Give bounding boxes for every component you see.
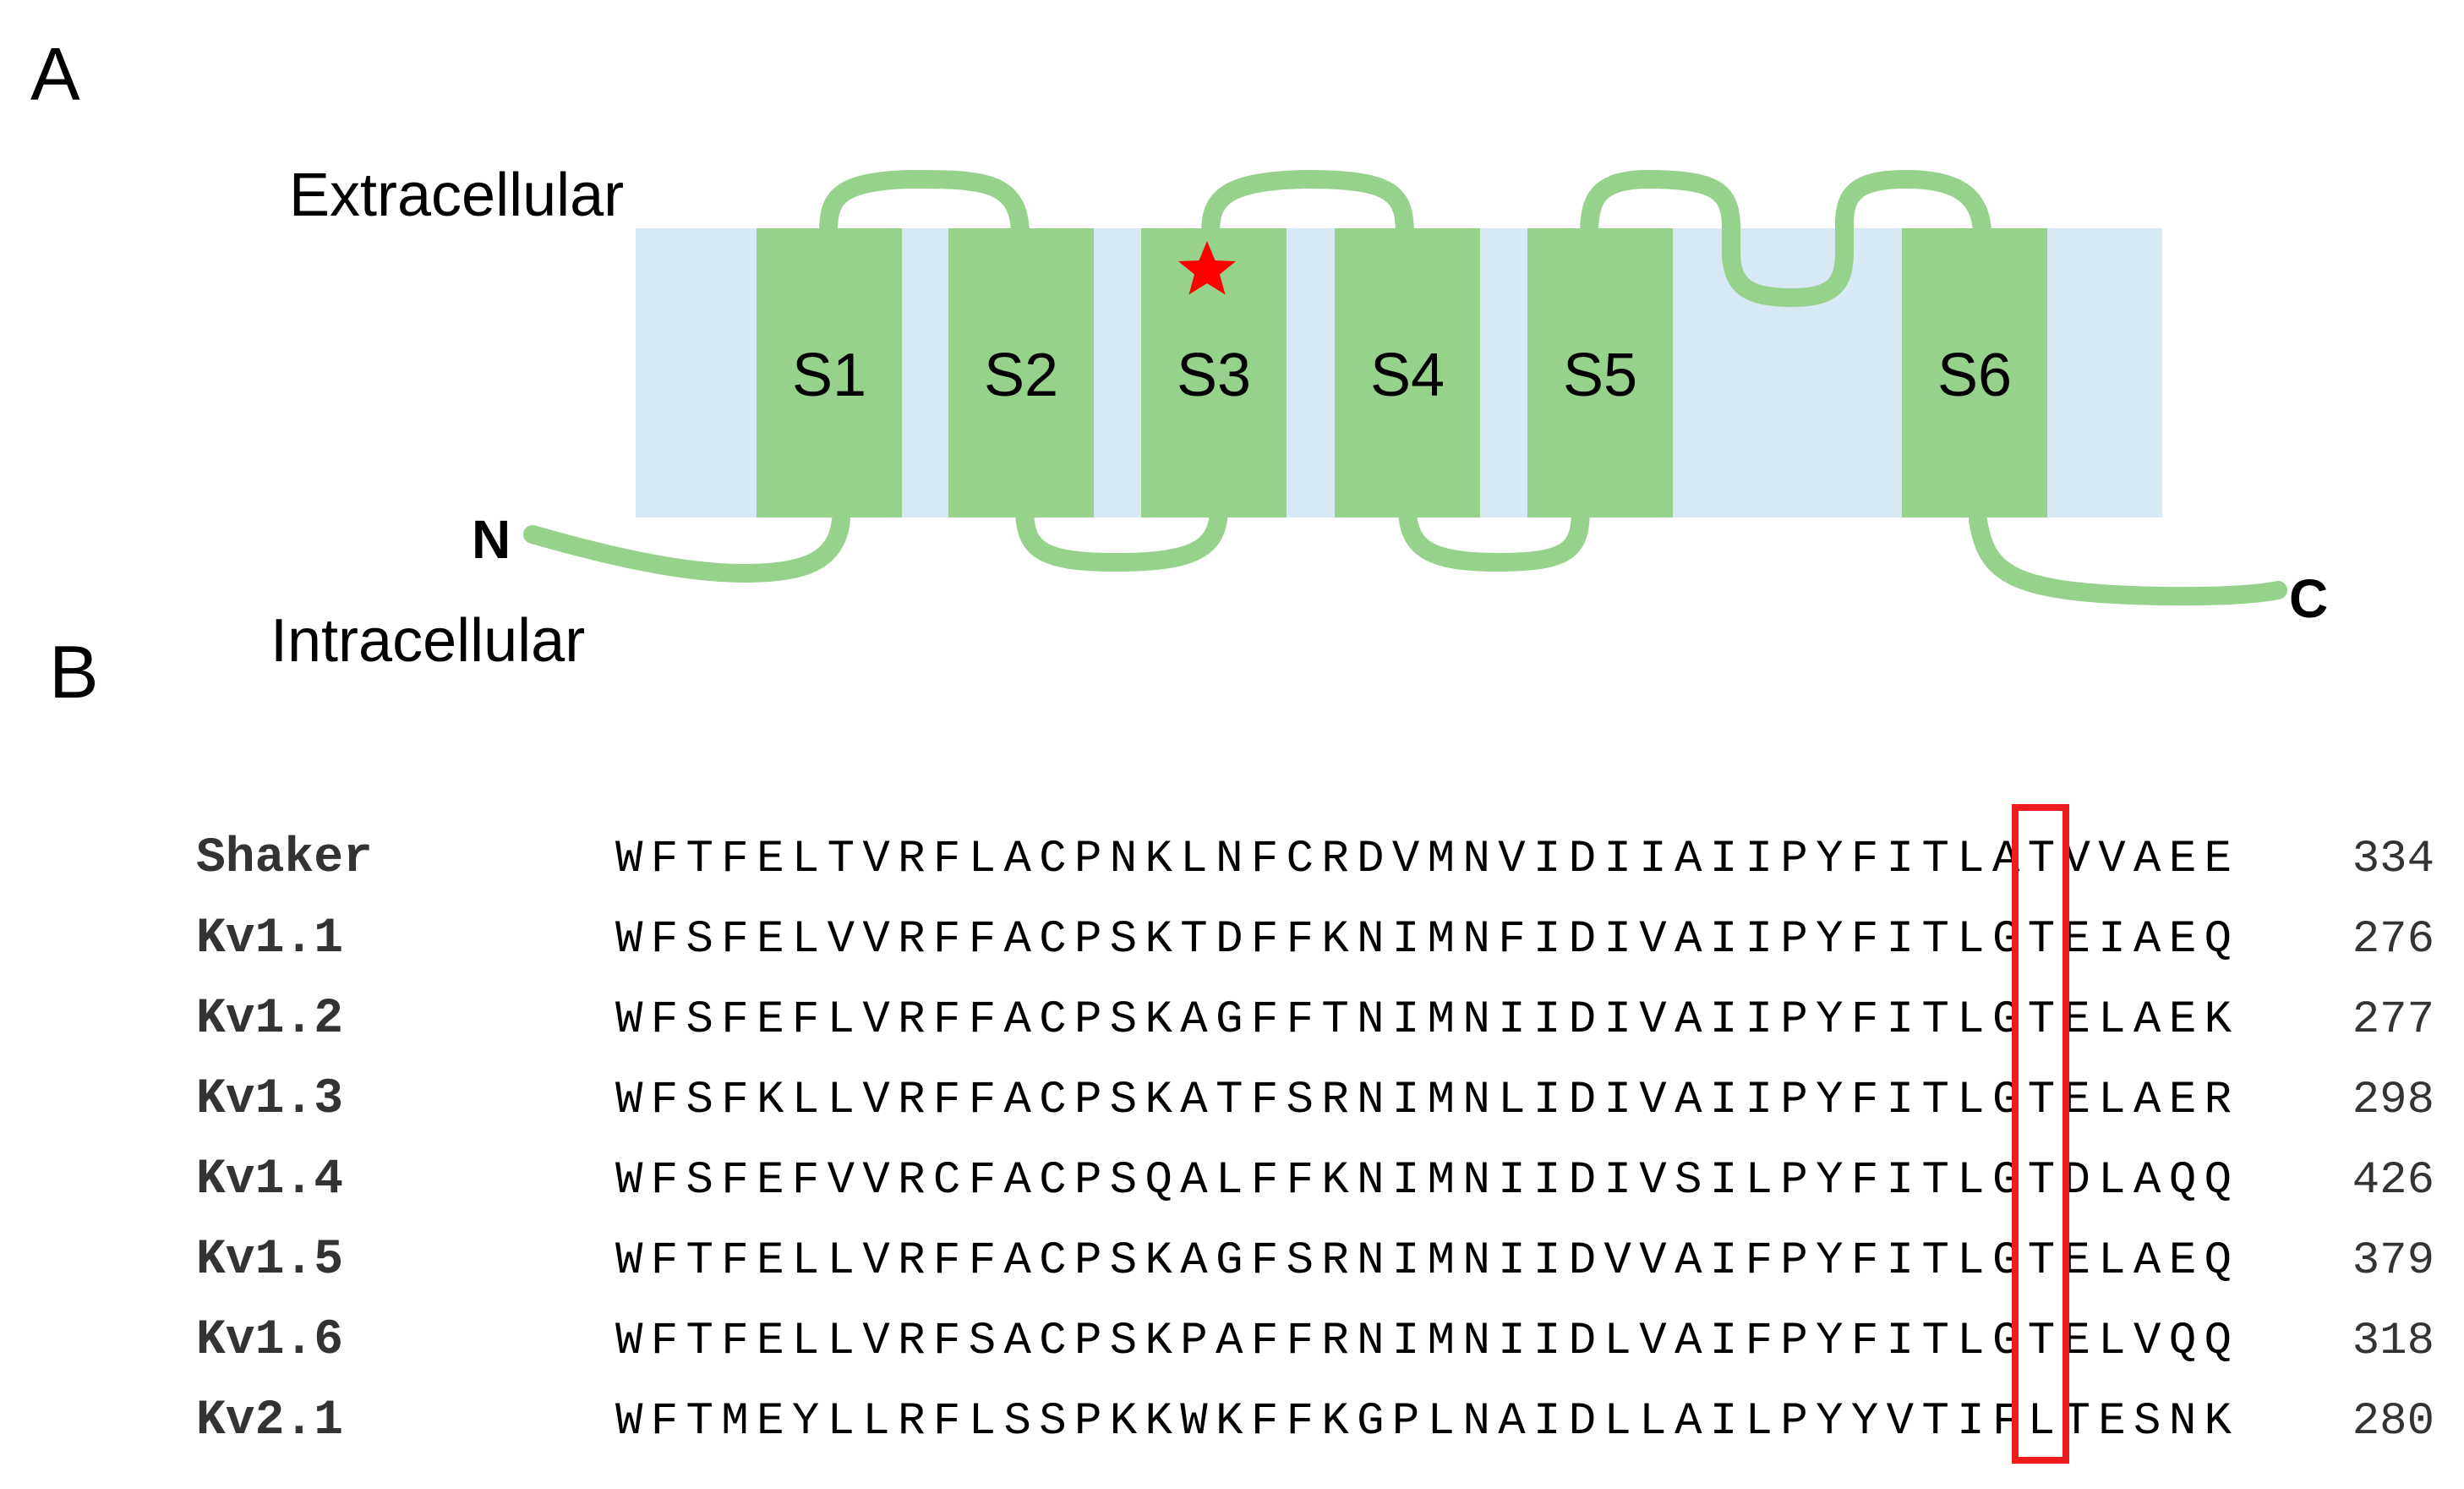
protein-name: Kv1.6 bbox=[196, 1313, 343, 1368]
segment-label-s3: S3 bbox=[1177, 342, 1251, 409]
protein-name: Shaker bbox=[196, 831, 373, 886]
helix-s6 bbox=[1902, 228, 2047, 517]
loops bbox=[523, 169, 2287, 606]
star-icon bbox=[1178, 241, 1236, 295]
loop-s3-s4 bbox=[1201, 169, 1414, 244]
extracellular-label: Extracellular bbox=[289, 161, 624, 229]
protein-name: Kv1.1 bbox=[196, 911, 343, 966]
helix-s1 bbox=[757, 228, 902, 517]
residue-position: 426 bbox=[2352, 1155, 2434, 1207]
segment-label-s5: S5 bbox=[1563, 342, 1637, 409]
residue-position: 379 bbox=[2352, 1235, 2434, 1287]
panel-a-letter: A bbox=[30, 32, 80, 116]
segment-label-s1: S1 bbox=[792, 342, 866, 409]
sequence: WFSFEFVVRCFACPSQALFFKNIMNIIDIVSILPYFITLG… bbox=[615, 1155, 2232, 1207]
sequence: WFTMEYLLRFLSSPKKWKFFKGPLNAIDLLAILPYYVTIF… bbox=[615, 1396, 2232, 1448]
intracellular-label: Intracellular bbox=[270, 607, 585, 675]
helices bbox=[757, 228, 2047, 517]
n-terminus-label: N bbox=[472, 509, 511, 570]
highlight-box bbox=[2012, 804, 2069, 1464]
protein-name: Kv2.1 bbox=[196, 1393, 343, 1448]
n-tail bbox=[523, 511, 850, 583]
protein-name: Kv1.3 bbox=[196, 1072, 343, 1127]
helix-s2 bbox=[948, 228, 1094, 517]
residue-position: 298 bbox=[2352, 1075, 2434, 1126]
sequence: WFSFEFLVRFFACPSKAGFFTNIMNIIDIVAIIPYFITLG… bbox=[615, 994, 2232, 1046]
helix-s5 bbox=[1527, 228, 1673, 517]
residue-position: 276 bbox=[2352, 914, 2434, 966]
panel-b-letter: B bbox=[49, 630, 99, 714]
c-tail bbox=[1969, 511, 2287, 606]
sequence: WFTFELLVRFSACPSKPAFFRNIMNIIDLVAIFPYFITLG… bbox=[615, 1316, 2232, 1367]
protein-name: Kv1.5 bbox=[196, 1233, 343, 1288]
residue-position: 280 bbox=[2352, 1396, 2434, 1448]
protein-name: Kv1.4 bbox=[196, 1152, 343, 1207]
sequence: WFSFKLLVRFFACPSKATFSRNIMNLIDIVAIIPYFITLG… bbox=[615, 1075, 2232, 1126]
residue-position: 334 bbox=[2352, 834, 2434, 885]
loop-s1-s2 bbox=[819, 169, 1030, 244]
segment-label-s6: S6 bbox=[1937, 342, 2012, 409]
loop-s2-s3 bbox=[1015, 498, 1228, 572]
sequence: WFTFELTVRFLACPNKLNFCRDVMNVIDIIAIIPYFITLA… bbox=[615, 834, 2232, 885]
c-terminus-label: C bbox=[2289, 568, 2328, 629]
sequence: WFSFELVVRFFACPSKTDFFKNIMNFIDIVAIIPYFITLG… bbox=[615, 914, 2232, 966]
segment-label-s4: S4 bbox=[1370, 342, 1445, 409]
residue-position: 318 bbox=[2352, 1316, 2434, 1367]
segment-label-s2: S2 bbox=[984, 342, 1058, 409]
sequence: WFTFELLVRFFACPSKAGFSRNIMNIIDVVAIFPYFITLG… bbox=[615, 1235, 2232, 1287]
helix-s4 bbox=[1335, 228, 1480, 517]
loop-s5-pore-s6 bbox=[1580, 169, 1991, 308]
loop-s4-s5 bbox=[1398, 498, 1590, 572]
sequence-alignment: Shaker WFTFELTVRFLACPNKLNFCRDVMNVIDIIAIIP… bbox=[196, 831, 2434, 1448]
protein-name: Kv1.2 bbox=[196, 992, 343, 1047]
residue-position: 277 bbox=[2352, 994, 2434, 1046]
